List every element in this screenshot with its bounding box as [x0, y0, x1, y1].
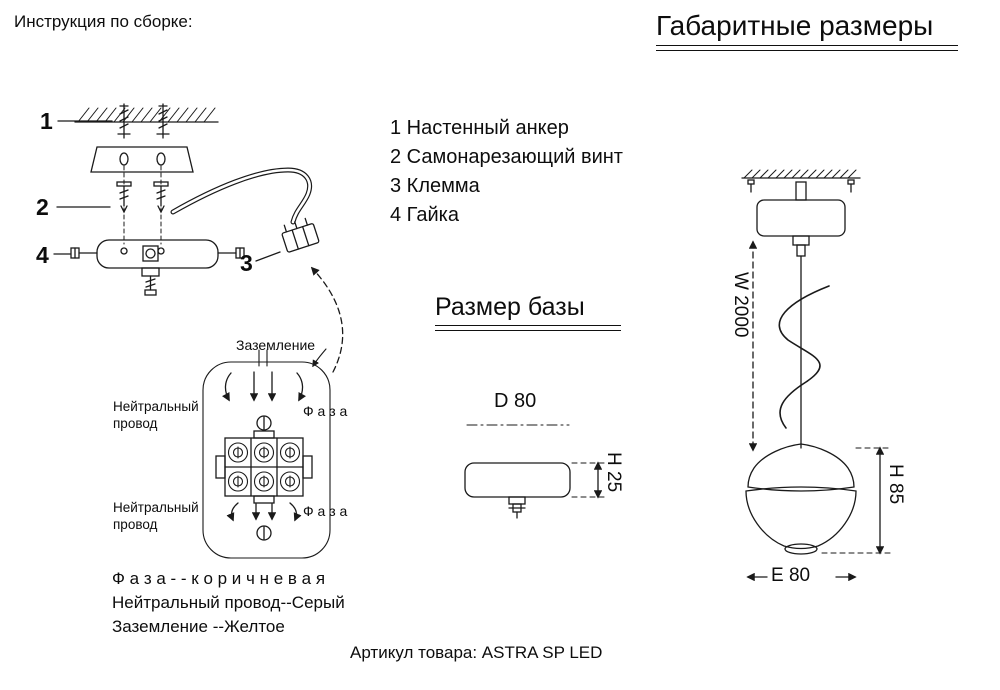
assembly-instructions-title: Инструкция по сборке:: [14, 12, 193, 31]
shade-width-label: E 80: [771, 565, 811, 586]
base-size-drawing: [464, 424, 607, 519]
callout-4: 4: [36, 242, 49, 268]
ceiling-clips: [747, 179, 855, 193]
base-size-title: Размер базы: [435, 293, 585, 321]
wiring-drawing: [202, 348, 331, 559]
terminal-connector: [281, 217, 320, 253]
overall-dimensions-heading: Габаритные размеры: [656, 10, 958, 51]
parts-list-item: 1 Настенный анкер: [390, 117, 569, 139]
base-size-heading: Размер базы: [435, 293, 621, 331]
base-diameter-label: D 80: [494, 390, 537, 412]
neutral-label-line: Нейтральный: [113, 500, 199, 515]
neutral-label-line: Нейтральный: [113, 399, 199, 414]
assembly-drawing: [53, 103, 320, 296]
legend-ground: Заземление --Желтое: [112, 617, 285, 636]
parts-list-item: 4 Гайка: [390, 204, 459, 226]
legend-phase: Ф а з а - - к о р и ч н е в а я: [112, 569, 326, 588]
parts-list: 1 Настенный анкер 2 Самонарезающий винт …: [390, 114, 623, 230]
self-tapping-screws: [116, 181, 169, 214]
neutral-label-bottom: Нейтральный провод: [113, 499, 199, 533]
callout-3: 3: [240, 250, 253, 276]
callout-2: 2: [36, 194, 49, 220]
legend-neutral: Нейтральный провод--Серый: [112, 593, 345, 612]
base-height-label: H 25: [603, 452, 624, 493]
wire-length-label: W 2000: [730, 272, 751, 338]
neutral-label-line: провод: [113, 517, 158, 532]
pendant-lamp-drawing: [741, 169, 893, 582]
neutral-label-top: Нейтральный провод: [113, 398, 199, 432]
cable-swirl: [778, 285, 830, 429]
double-underline: [435, 325, 621, 331]
neutral-label-line: провод: [113, 416, 158, 431]
anchor-bolts: [117, 103, 170, 139]
ground-label: Заземление: [236, 337, 316, 353]
phase-label-top: Ф а з а: [303, 403, 348, 419]
wiring-to-terminal-arrow: [310, 266, 344, 373]
parts-list-item: 2 Самонарезающий винт: [390, 146, 623, 168]
wire-color-legend: Ф а з а - - к о р и ч н е в а я Нейтраль…: [112, 567, 345, 639]
parts-list-item: 3 Клемма: [390, 175, 480, 197]
callout-1: 1: [40, 108, 53, 134]
product-sku: Артикул товара: ASTRA SP LED: [350, 643, 603, 662]
phase-label-bottom: Ф а з а: [303, 503, 348, 519]
double-underline: [656, 45, 958, 51]
shade-height-label: H 85: [885, 464, 906, 505]
overall-dimensions-title: Габаритные размеры: [656, 10, 934, 41]
side-bolts: [70, 247, 245, 259]
center-screw: [141, 267, 160, 296]
